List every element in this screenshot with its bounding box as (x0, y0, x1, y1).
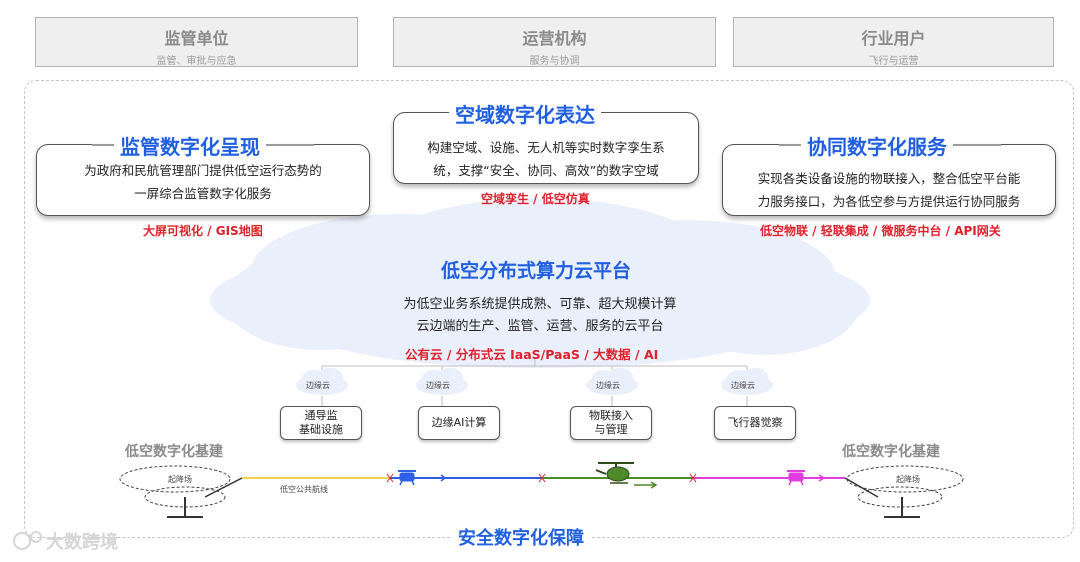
edge-box-navigation-infrastructure: 通导监 基础设施 (280, 406, 362, 440)
edge-box-aircraft-awareness: 飞行器觉察 (714, 406, 796, 440)
platform-description: 为低空业务系统提供成熟、可靠、超大规模计算 云边端的生产、监管、运营、服务的云平… (355, 294, 725, 338)
tags-regulatory: 大屏可视化 / GIS地图 (143, 224, 263, 238)
helicopter-icon (595, 462, 634, 484)
edge-box-edge-ai: 边缘AI计算 (418, 406, 500, 440)
landing-pad-left (119, 465, 231, 508)
edge-cloud-label: 边缘云 (306, 381, 330, 390)
drone-magenta-icon (787, 470, 805, 486)
stakeholder-industry-user: 行业用户 飞行与运营 (733, 17, 1054, 67)
platform-line: 为低空业务系统提供成熟、可靠、超大规模计算 (403, 297, 677, 312)
edge-cloud-1 (296, 368, 348, 395)
edge-box-line: 边缘AI计算 (431, 416, 487, 429)
route-ramp-left (204, 477, 243, 498)
stakeholder-regulator: 监管单位 监管、审批与应急 (35, 17, 358, 67)
stakeholder-subtitle: 服务与协调 (529, 56, 580, 67)
card-line: 一屏综合监管数字化服务 (134, 186, 272, 201)
landing-pad-label-right: 起降场 (896, 475, 920, 484)
section-title-collaborative: 协同数字化服务 (801, 131, 953, 160)
section-title-safety: 安全数字化保障 (452, 524, 590, 550)
infra-label-right: 低空数字化基建 (842, 444, 940, 460)
card-line: 实现各类设备设施的物联接入，整合低空平台能 (757, 171, 1021, 186)
edge-cloud-2 (416, 368, 468, 395)
stakeholder-title: 行业用户 (861, 29, 926, 48)
route-arrows (430, 474, 826, 489)
card-line: 构建空域、设施、无人机等实时数字孪生系 (427, 140, 665, 155)
platform-tags: 公有云 / 分布式云 IaaS/PaaS / 大数据 / AI (405, 347, 659, 362)
card-line: 统，支撑“安全、协同、高效”的数字空域 (433, 163, 659, 178)
platform-line: 云边端的生产、监管、运营、服务的云平台 (416, 319, 664, 334)
edge-box-iot-access: 物联接入 与管理 (570, 406, 652, 440)
section-title-regulatory: 监管数字化呈现 (114, 131, 266, 160)
infra-label-left: 低空数字化基建 (125, 444, 223, 460)
edge-box-line: 飞行器觉察 (727, 416, 783, 429)
card-line: 为政府和民航管理部门提供低空运行态势的 (84, 163, 322, 178)
edge-cloud-4 (721, 368, 773, 395)
tags-collaborative: 低空物联 / 轻联集成 / 微服务中台 / API网关 (760, 224, 1001, 238)
drone-blue-icon (398, 470, 416, 486)
route-markers (386, 473, 697, 483)
edge-cloud-label: 边缘云 (731, 381, 755, 390)
edge-box-line: 通导监 (304, 409, 338, 422)
landing-pad-right-post (884, 497, 920, 518)
landing-pad-label-left: 起降场 (168, 475, 192, 484)
platform-title: 低空分布式算力云平台 (441, 260, 632, 282)
stakeholder-subtitle: 飞行与运营 (868, 56, 919, 67)
watermark-text: 大数跨境 (46, 532, 118, 553)
edge-cloud-3 (586, 368, 638, 395)
stakeholder-subtitle: 监管、审批与应急 (156, 56, 237, 67)
edge-connectors (321, 358, 748, 406)
landing-pad-left-post (167, 497, 203, 518)
landing-pad-right (846, 465, 964, 508)
route-label: 低空公共航线 (280, 485, 328, 494)
card-line: 力服务接口，为各低空参与方提供运行协同服务 (757, 194, 1021, 209)
section-title-airspace: 空域数字化表达 (449, 99, 601, 128)
edge-cloud-label: 边缘云 (596, 381, 620, 390)
edge-cloud-shapes (296, 368, 773, 395)
stakeholder-title: 运营机构 (522, 29, 587, 48)
edge-box-line: 与管理 (594, 423, 628, 436)
stakeholder-operator: 运营机构 服务与协调 (393, 17, 716, 67)
edge-cloud-label: 边缘云 (426, 381, 450, 390)
route-ramp-right (844, 477, 879, 498)
tags-airspace: 空域孪生 / 低空仿真 (481, 192, 590, 206)
edge-box-line: 物联接入 (589, 409, 633, 422)
card-airspace-expression: 构建空域、设施、无人机等实时数字孪生系 统，支撑“安全、协同、高效”的数字空域 (393, 112, 699, 184)
edge-box-line: 基础设施 (299, 423, 343, 436)
stakeholder-title: 监管单位 (164, 29, 229, 48)
watermark-logo (13, 531, 42, 550)
platform-cloud-shape (210, 198, 870, 368)
